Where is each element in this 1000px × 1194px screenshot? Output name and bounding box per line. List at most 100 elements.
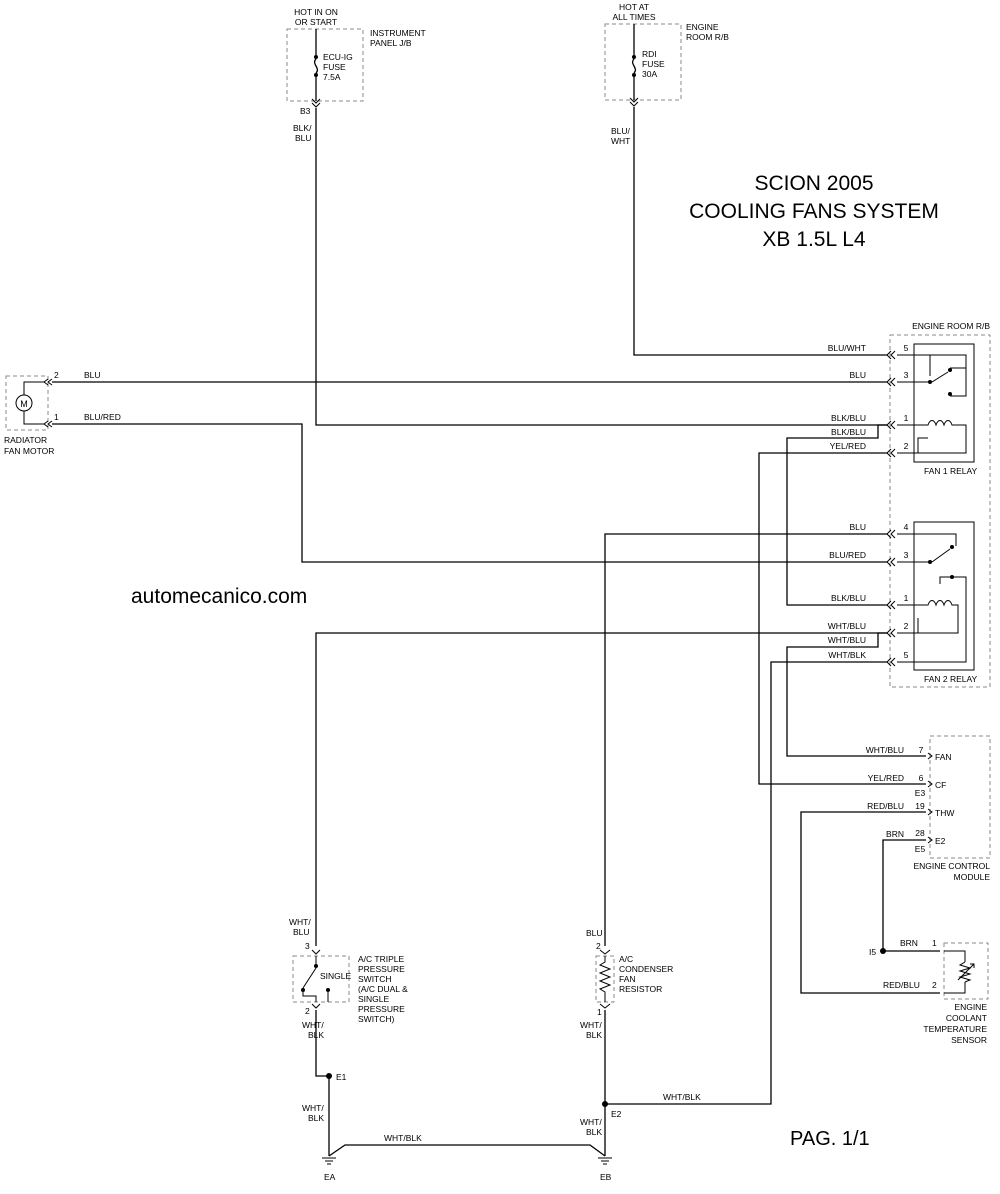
- res-top-wire: BLU: [586, 928, 603, 938]
- ea-wire-1: WHT/: [302, 1103, 324, 1113]
- motor-wire-blured: BLU/RED: [84, 412, 121, 422]
- ect-label-1: ENGINE: [954, 1002, 987, 1012]
- ect-wire-brn: BRN: [900, 938, 918, 948]
- splice-e1: E1: [336, 1072, 347, 1082]
- ecm-pin-0: 7: [919, 745, 924, 755]
- fan2-wire-1: BLU/RED: [829, 550, 866, 560]
- er-rb-label-2: ROOM R/B: [686, 32, 729, 42]
- motor-pin-1: 1: [54, 412, 59, 422]
- e2-wire: WHT/BLK: [663, 1092, 701, 1102]
- wire-bluwht-1: BLU/: [611, 126, 631, 136]
- instrument-panel-jb: HOT IN ON OR START INSTRUMENT PANEL J/B …: [286, 7, 426, 143]
- fan2-pin-5: 5: [904, 650, 909, 660]
- acsw-bot-wire-1: WHT/: [302, 1020, 324, 1030]
- fuse1-fuse: FUSE: [323, 62, 346, 72]
- ecm-pin-2: E3: [915, 788, 926, 798]
- engine-coolant-temperature-sensor: ENGINE COOLANT TEMPERATURE SENSOR 1 2 BR…: [869, 938, 989, 1045]
- fuse1-name: ECU-IG: [323, 52, 353, 62]
- ecm-outline: [929, 735, 991, 859]
- ac-condenser-fan-resistor: BLU 2 A/C CONDENSER FAN RESISTOR 1 WHT/ …: [580, 928, 673, 1040]
- motor-outline: [5, 375, 49, 431]
- relay-box-label: ENGINE ROOM R/B: [912, 321, 990, 331]
- fan2-relay-label: FAN 2 RELAY: [924, 674, 978, 684]
- fan2-wire-5: WHT/BLK: [828, 650, 866, 660]
- ecm-wire-4: BRN: [886, 829, 904, 839]
- fan2-pin-2: 1: [904, 593, 909, 603]
- ecm-label-1: ENGINE CONTROL: [913, 861, 990, 871]
- acsw-top-wire-2: BLU: [293, 927, 310, 937]
- fan1-wire-2: BLK/BLU: [831, 413, 866, 423]
- relay-box-outline: [889, 334, 991, 688]
- fan2-pin-1: 3: [904, 550, 909, 560]
- ecm-e2: E2: [935, 836, 946, 846]
- res-bot-wire-1: WHT/: [580, 1020, 602, 1030]
- ect-label-2: COOLANT: [946, 1013, 987, 1023]
- motor-label-2: FAN MOTOR: [4, 446, 54, 456]
- acsw-label-3: SWITCH: [358, 974, 392, 984]
- fan1-relay-label: FAN 1 RELAY: [924, 466, 978, 476]
- relay-wire-labels: BLU/WHT 5 BLU 3 BLK/BLU 1 BLK/BLU YEL/RE…: [828, 343, 909, 660]
- ecm-pin-1: 6: [919, 773, 924, 783]
- fan2-wire-2: BLK/BLU: [831, 593, 866, 603]
- ect-pin-1: 1: [932, 938, 937, 948]
- pin-b3: B3: [300, 106, 311, 116]
- ecm-fan: FAN: [935, 752, 952, 762]
- ect-wire-redblu: RED/BLU: [883, 980, 920, 990]
- fuse2-name: RDI: [642, 49, 657, 59]
- res-label-1: A/C: [619, 954, 633, 964]
- ecm-pin-3: 19: [915, 801, 925, 811]
- ac-pressure-switch: WHT/ BLU 3 SINGLE A/C TRIPLE PRESSURE SW…: [289, 917, 408, 1040]
- title-line-1: SCION 2005: [754, 172, 873, 195]
- ea-eb-wire: WHT/BLK: [384, 1133, 422, 1143]
- acsw-label-5: SINGLE: [358, 994, 390, 1004]
- fan1-pin-0: 5: [904, 343, 909, 353]
- ecm-wire-labels: WHT/BLU 7 YEL/RED 6 E3 RED/BLU 19 BRN 28…: [866, 745, 926, 854]
- acsw-single: SINGLE: [320, 971, 352, 981]
- motor-pin-2: 2: [54, 370, 59, 380]
- acsw-outline: [292, 955, 350, 1003]
- acsw-label-2: PRESSURE: [358, 964, 405, 974]
- fan1-relay: [913, 343, 975, 463]
- title-line-2: COOLING FANS SYSTEM: [689, 200, 939, 223]
- motor-label-1: RADIATOR: [4, 435, 47, 445]
- ecm-thw: THW: [935, 808, 954, 818]
- acsw-label-6: PRESSURE: [358, 1004, 405, 1014]
- fan1-wire-4: YEL/RED: [830, 441, 866, 451]
- ea-wire-2: BLK: [308, 1113, 324, 1123]
- fuse2-fuse: FUSE: [642, 59, 665, 69]
- fan1-wire-1: BLU: [849, 370, 866, 380]
- fan2-wire-4: WHT/BLU: [828, 635, 866, 645]
- ect-label-4: SENSOR: [951, 1035, 987, 1045]
- res-label-2: CONDENSER: [619, 964, 673, 974]
- radiator-fan-motor: M 2 1 BLU BLU/RED RADIATOR FAN MOTOR: [4, 370, 121, 456]
- res-label-4: RESISTOR: [619, 984, 662, 994]
- ground-ea: EA: [324, 1172, 336, 1182]
- fan1-wire-3: BLK/BLU: [831, 427, 866, 437]
- engine-room-rb-fuse: HOT AT ALL TIMES ENGINE ROOM R/B RDI FUS…: [604, 2, 729, 146]
- acsw-top-wire-1: WHT/: [289, 917, 311, 927]
- ecm-cf: CF: [935, 780, 946, 790]
- fan2-pin-3: 2: [904, 621, 909, 631]
- ecm-pin-4: 28: [915, 828, 925, 838]
- all-times-label: ALL TIMES: [613, 12, 656, 22]
- fan2-relay: [913, 521, 975, 671]
- acsw-label-1: A/C TRIPLE: [358, 954, 404, 964]
- eb-wire-1: WHT/: [580, 1117, 602, 1127]
- ecm-wire-0: WHT/BLU: [866, 745, 904, 755]
- res-bot-wire-2: BLK: [586, 1030, 602, 1040]
- ecm-pin-5: E5: [915, 844, 926, 854]
- wire-blkblu-1: BLK/: [293, 123, 312, 133]
- fan2-pin-0: 4: [904, 522, 909, 532]
- fuse2-rating: 30A: [642, 69, 657, 79]
- ect-outline: [943, 942, 989, 1000]
- ip-jb-outline: [286, 28, 364, 102]
- engine-control-module: ENGINE CONTROL MODULE FAN CF THW E2: [913, 735, 991, 882]
- res-pin-2: 2: [596, 941, 601, 951]
- ip-jb-label-2: PANEL J/B: [370, 38, 412, 48]
- ect-pin-2: 2: [932, 980, 937, 990]
- ecm-wire-1: YEL/RED: [868, 773, 904, 783]
- ground-eb: EB: [600, 1172, 612, 1182]
- watermark: automecanico.com: [131, 585, 307, 608]
- title-line-3: XB 1.5L L4: [762, 228, 865, 251]
